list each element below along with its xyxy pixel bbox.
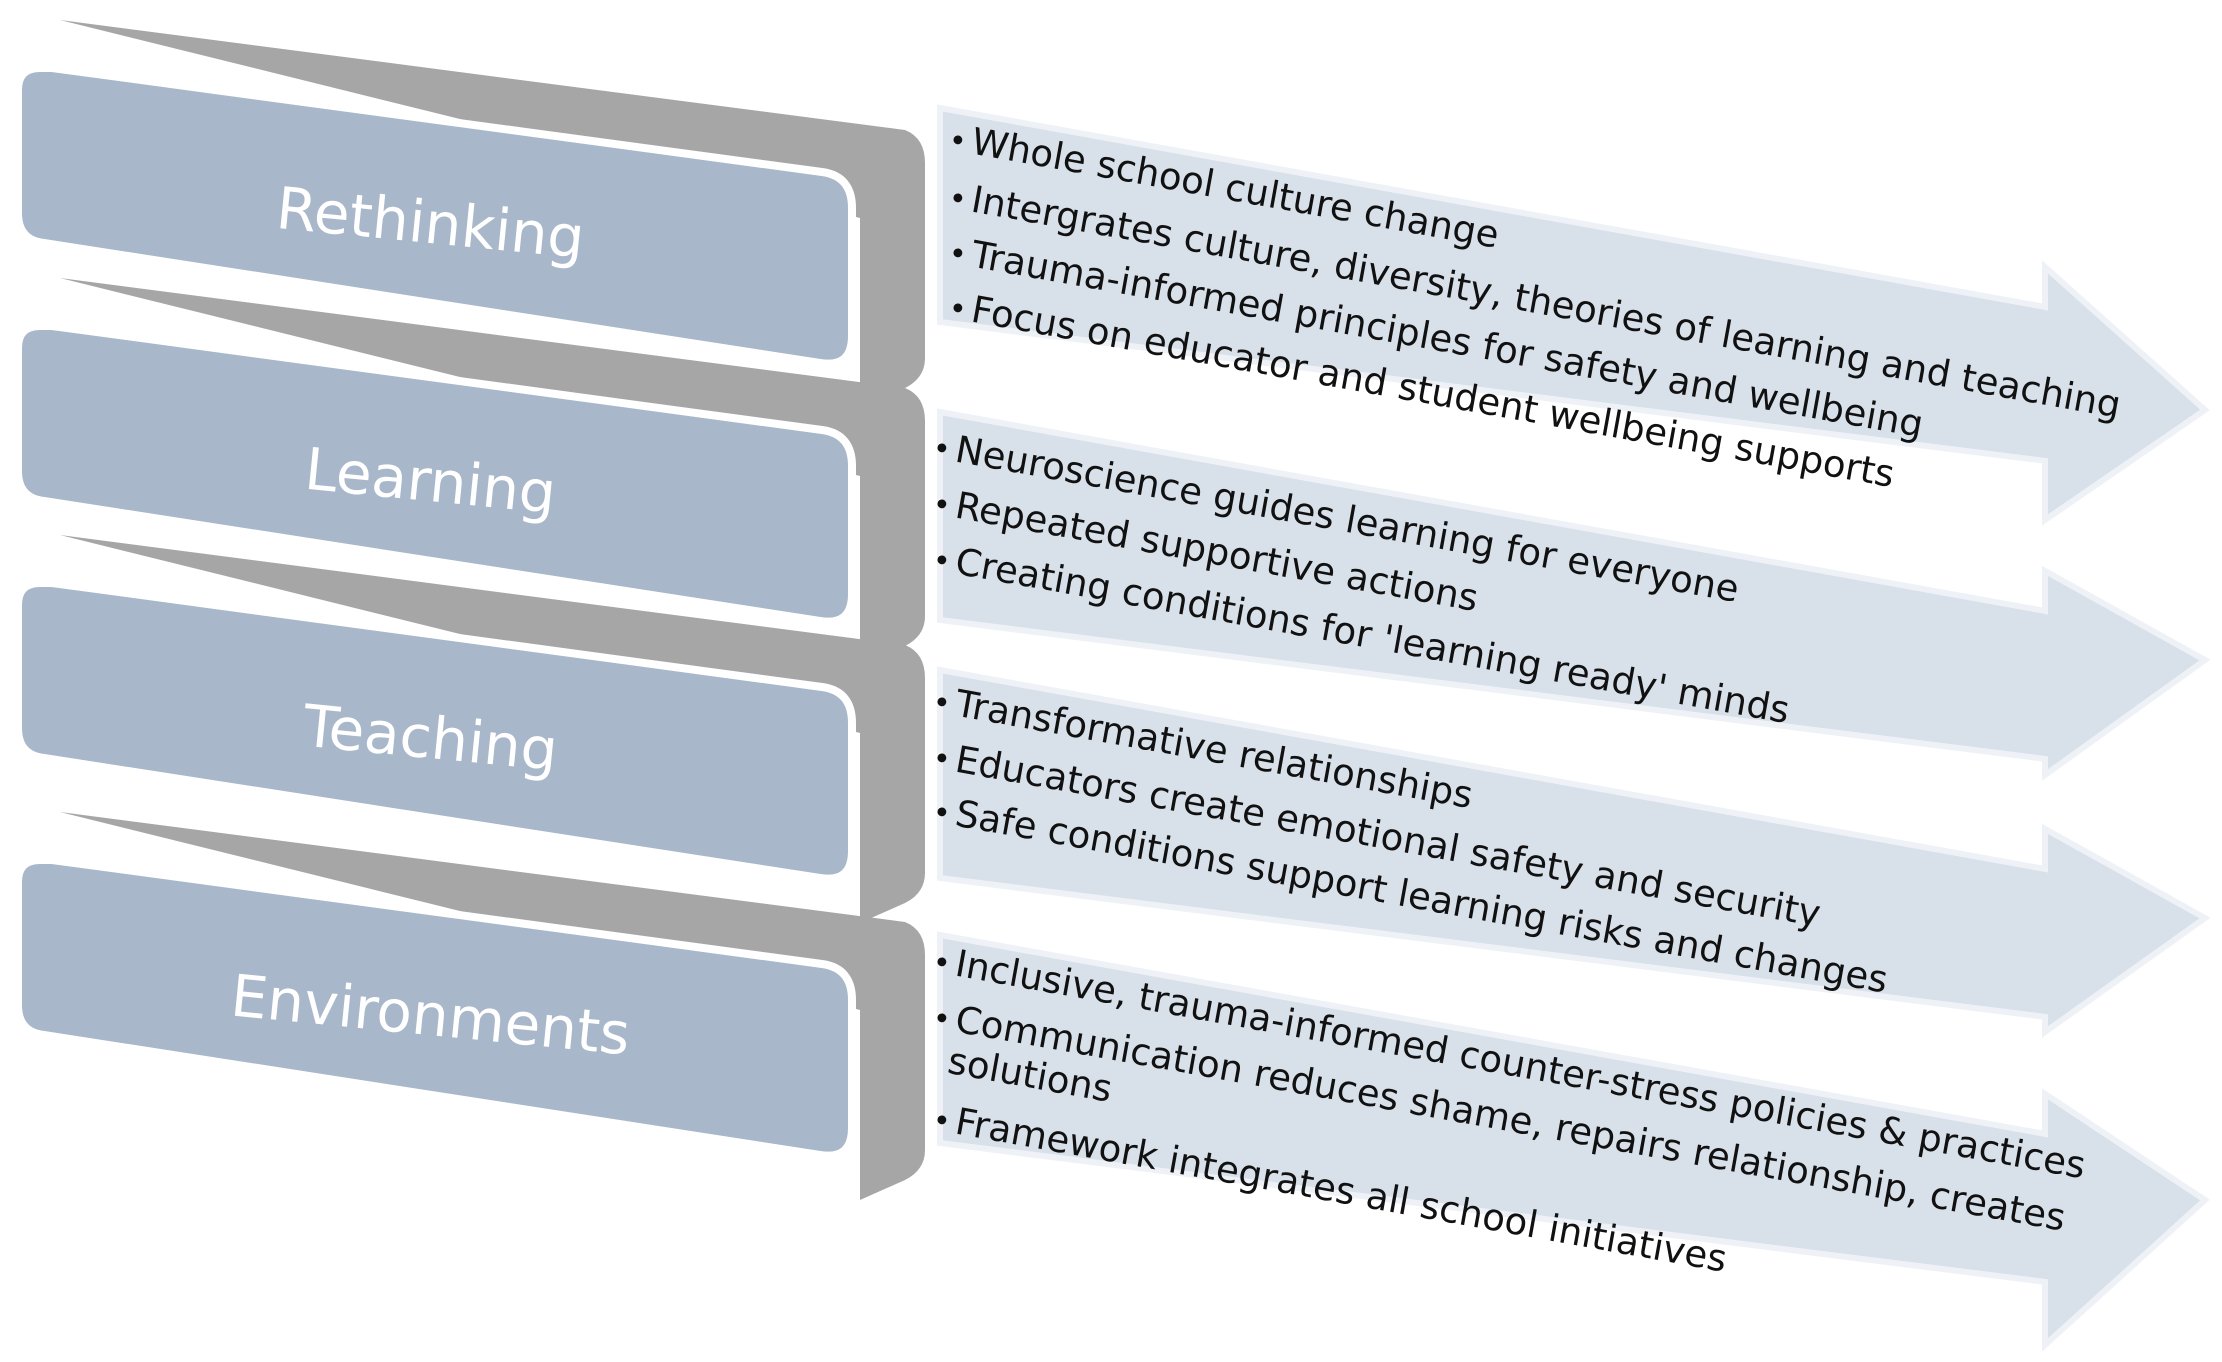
stage-block-face [14,322,856,626]
stage-block-side [60,812,925,1200]
stage-block: Learning [14,278,925,666]
stage-block: Environments [14,812,925,1200]
bullet-dot [937,499,947,509]
bullet-dot [937,1115,947,1125]
stage-block-face [14,579,856,883]
stage-arrow [937,408,2211,781]
bullet-dot [953,193,963,203]
stage-block-side [60,20,925,408]
stage-block-face [14,64,856,368]
stage-block: Rethinking [14,20,925,408]
bullet-dot [953,303,963,313]
bullet-dot [953,135,963,145]
stage-arrow [937,666,2211,1038]
bullet-dot [937,807,947,817]
bullet-dot [937,697,947,707]
stage-block-face [14,856,856,1160]
stage-block-side [60,535,925,923]
bullet-dot [937,957,947,967]
bullet-dot [953,248,963,258]
bullet-dot [937,753,947,763]
stage-block: Teaching [14,535,925,923]
bullet-dot [937,555,947,565]
stage-arrow [937,104,2210,526]
stage-block-side [60,278,925,666]
bullet-dot [937,443,947,453]
stage-arrow [937,931,2210,1352]
bullet-dot [937,1013,947,1023]
